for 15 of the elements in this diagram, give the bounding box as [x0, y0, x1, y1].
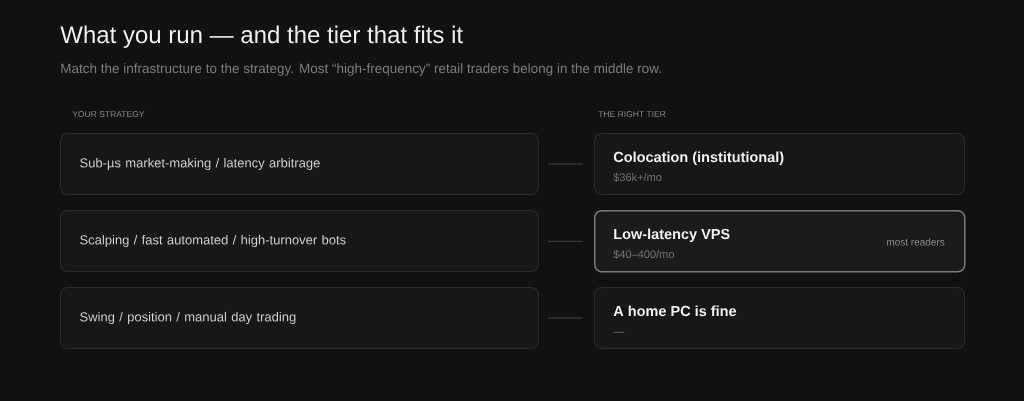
column-header: YOUR STRATEGY	[72, 111, 145, 118]
tier-name: Low-latency VPS	[614, 228, 730, 242]
strategy-box: Sub-µs market-making / latency arbitrage	[60, 133, 539, 195]
price-text: $40–400/mo	[613, 249, 674, 259]
strategy-box: Swing / position / manual day trading	[60, 287, 539, 349]
price-text: —	[613, 331, 625, 333]
strategy-box: Scalping / fast automated / high-turnover bots	[60, 210, 539, 272]
tier-name: Colocation (institutional)	[613, 151, 784, 165]
tier-name: A home PC is fine	[613, 305, 737, 317]
tag-text: most readers	[887, 238, 945, 246]
subtitle: Match the infrastructure to the strategy. Most “high-frequency” retail traders belong in the middle row.	[61, 63, 661, 76]
title: What you run — and the tier that fits it	[60, 25, 463, 48]
connector-line	[547, 240, 584, 242]
column-header: THE RIGHT TIER	[598, 111, 666, 118]
price-text: $36k+/mo	[613, 172, 662, 182]
